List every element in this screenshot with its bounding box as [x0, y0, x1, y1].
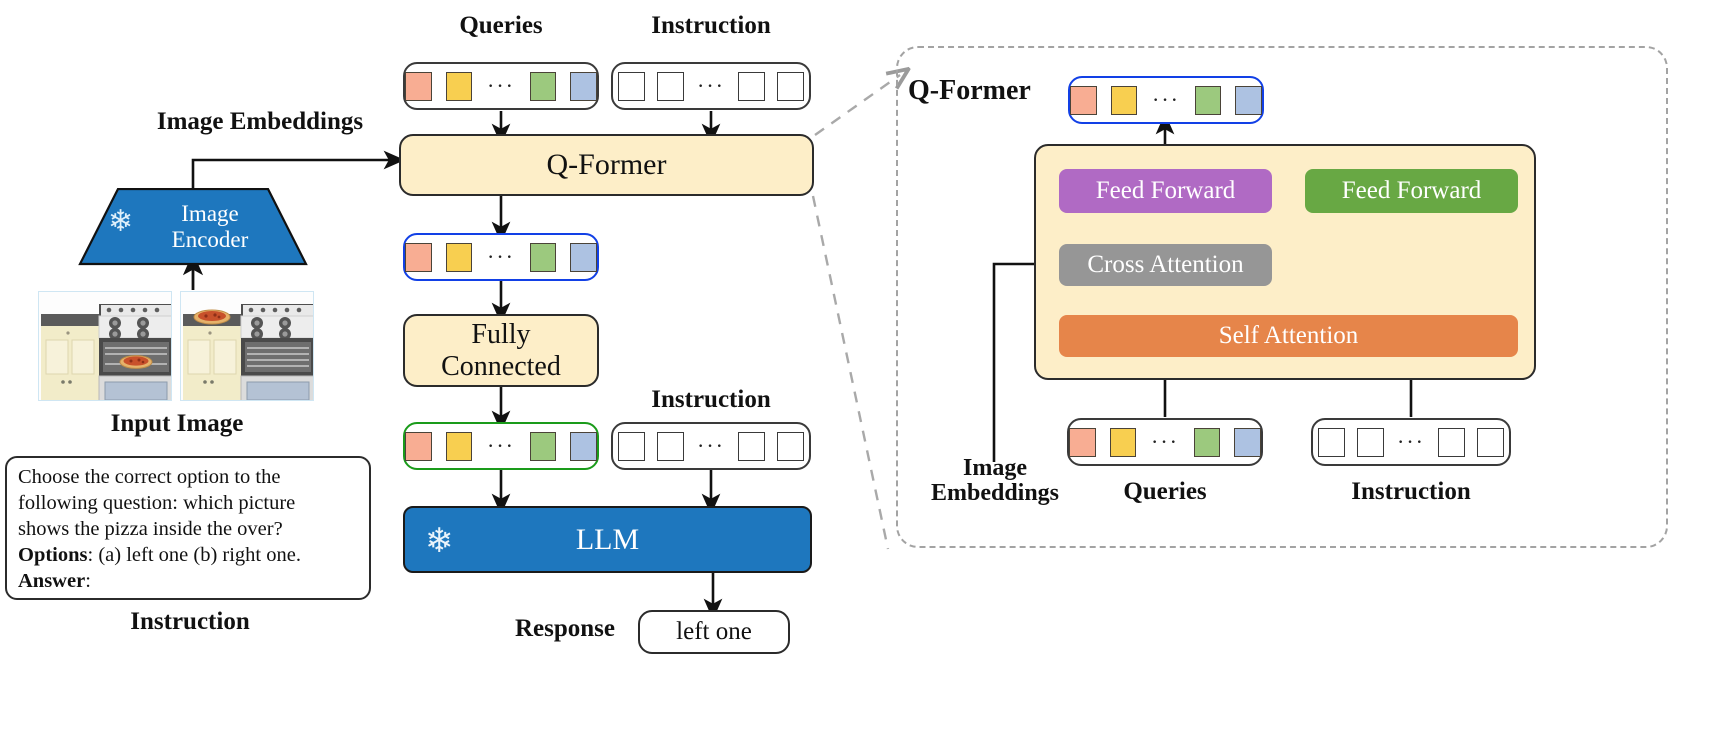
qformer-block[interactable]: Q-Former [399, 134, 814, 196]
instruction-right-label: Instruction [1351, 478, 1471, 505]
llm-label: LLM [575, 522, 640, 556]
qformer-detail-panel [896, 46, 1668, 548]
instruction-token-2 [657, 431, 684, 461]
feed-forward-right-block[interactable]: Feed Forward [1305, 169, 1518, 213]
query-token-2 [445, 242, 472, 272]
fully-connected-label-line1: Fully [471, 319, 531, 351]
query-token-3 [529, 242, 557, 272]
qformer-output-token-strip: ··· [403, 233, 599, 281]
ellipsis-icon: ··· [1397, 428, 1425, 454]
instruction-top-label: Instruction [651, 12, 771, 39]
response-box: left one [638, 610, 790, 654]
instruction-token-strip-right: ··· [1311, 418, 1511, 466]
queries-token-strip-top: ··· [403, 62, 599, 110]
queries-top-label: Queries [459, 12, 543, 39]
ellipsis-icon: ··· [487, 432, 515, 458]
instruction-line-1: Choose the correct option to the [18, 466, 281, 488]
projected-token-strip: ··· [403, 422, 599, 470]
query-token-3 [1194, 85, 1222, 115]
query-token-4 [570, 431, 597, 461]
instruction-token-3 [737, 431, 765, 461]
queries-token-strip-right: ··· [1067, 418, 1263, 466]
instruction-token-4 [776, 71, 804, 101]
snowflake-icon: ❄ [108, 205, 134, 238]
qformer-block-label: Q-Former [546, 148, 667, 181]
instruction-mid-label: Instruction [651, 386, 771, 413]
query-token-1 [405, 242, 432, 272]
response-label: Response [514, 615, 615, 642]
input-image-left [38, 291, 172, 401]
image-embeddings-right-label: Image Embeddings [905, 455, 1085, 507]
snowflake-icon: ❄ [425, 523, 454, 560]
instruction-token-4 [1476, 427, 1504, 457]
image-encoder-label-line2: Encoder [171, 227, 249, 252]
image-embeddings-right-line2: Embeddings [930, 480, 1060, 507]
instruction-token-strip-top: ··· [611, 62, 811, 110]
queries-right-label: Queries [1123, 478, 1207, 505]
image-embeddings-right-line1: Image [963, 455, 1027, 481]
instruction-textbox[interactable]: Choose the correct option to the followi… [5, 456, 371, 600]
ellipsis-icon: ··· [487, 243, 515, 269]
query-token-3 [1193, 427, 1221, 457]
feed-forward-left-label: Feed Forward [1095, 177, 1236, 204]
self-attention-block[interactable]: Self Attention [1059, 315, 1518, 357]
instruction-answer-value: : [85, 569, 91, 592]
instruction-left-label: Instruction [130, 608, 250, 635]
query-token-3 [529, 431, 557, 461]
query-token-2 [445, 71, 472, 101]
instruction-line-2: following question: which picture [18, 491, 296, 514]
instruction-token-2 [1357, 427, 1384, 457]
cross-attention-block[interactable]: Cross Attention [1059, 244, 1272, 286]
cross-attention-label: Cross Attention [1087, 251, 1244, 278]
instruction-answer-line: Answer: [18, 569, 359, 595]
query-token-4 [1235, 85, 1262, 115]
instruction-token-3 [1437, 427, 1465, 457]
query-token-2 [1109, 427, 1136, 457]
query-token-1 [1070, 85, 1097, 115]
query-token-4 [570, 242, 597, 272]
ellipsis-icon: ··· [1152, 86, 1180, 112]
query-token-1 [1069, 427, 1096, 457]
fully-connected-block[interactable]: Fully Connected [403, 314, 599, 387]
instruction-token-1 [1318, 427, 1345, 457]
image-encoder-label: Image Encoder [78, 201, 308, 253]
ellipsis-icon: ··· [1151, 428, 1179, 454]
instruction-options-key: Options [18, 543, 88, 566]
input-image-right [180, 291, 314, 401]
query-token-2 [1110, 85, 1137, 115]
fully-connected-label-line2: Connected [441, 350, 561, 382]
input-image-label: Input Image [110, 410, 244, 437]
image-encoder-block: ❄ Image Encoder [78, 188, 308, 266]
query-token-1 [405, 431, 432, 461]
instruction-token-strip-mid: ··· [611, 422, 811, 470]
query-token-1 [405, 71, 432, 101]
instruction-token-2 [657, 71, 684, 101]
instruction-token-1 [618, 71, 645, 101]
instruction-token-4 [776, 431, 804, 461]
feed-forward-right-label: Feed Forward [1341, 177, 1482, 204]
query-token-4 [570, 71, 597, 101]
self-attention-label: Self Attention [1218, 322, 1359, 349]
response-value: left one [676, 618, 752, 645]
image-encoder-label-line1: Image [181, 201, 239, 227]
qformer-panel-title: Q-Former [908, 75, 1031, 106]
ellipsis-icon: ··· [697, 432, 725, 458]
qformer-detail-output-strip: ··· [1068, 76, 1264, 124]
instruction-line-3: shows the pizza inside the over? [18, 517, 283, 540]
ellipsis-icon: ··· [487, 72, 515, 98]
query-token-4 [1234, 427, 1261, 457]
instruction-answer-key: Answer [18, 569, 86, 592]
instruction-options-line: Options: (a) left one (b) right one. [18, 543, 359, 569]
instruction-options-value: : (a) left one (b) right one. [87, 543, 301, 566]
fully-connected-label: Fully Connected [441, 319, 561, 382]
llm-block[interactable]: ❄ LLM [403, 506, 812, 573]
instruction-token-1 [618, 431, 645, 461]
query-token-3 [529, 71, 557, 101]
image-embeddings-label: Image Embeddings [156, 108, 364, 135]
instruction-token-3 [737, 71, 765, 101]
ellipsis-icon: ··· [697, 72, 725, 98]
query-token-2 [445, 431, 472, 461]
feed-forward-left-block[interactable]: Feed Forward [1059, 169, 1272, 213]
